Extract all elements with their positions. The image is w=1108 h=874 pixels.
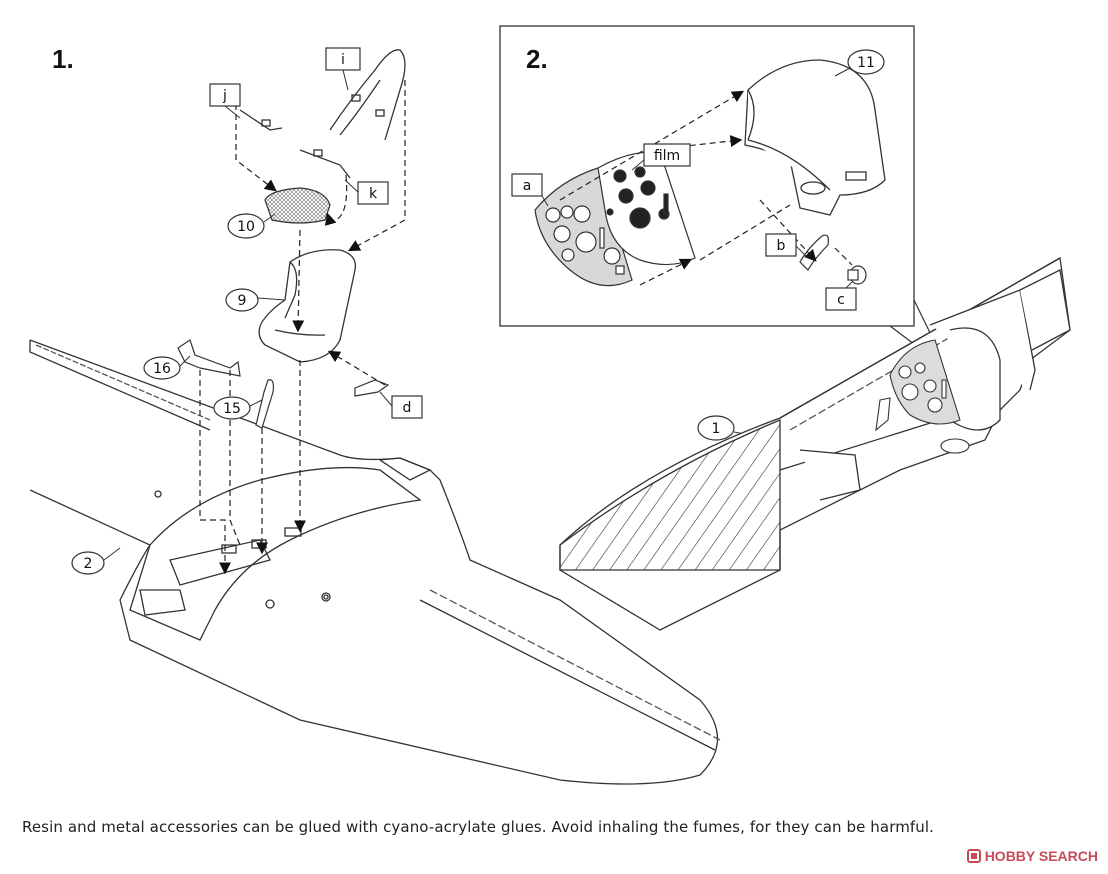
- watermark: HOBBY SEARCH: [966, 848, 1098, 864]
- callout-b-label: b: [777, 238, 786, 254]
- hobby-search-logo-icon: [966, 849, 981, 863]
- harness-belts: [239, 49, 406, 179]
- callout-k-box: [357, 181, 389, 205]
- callout-15-oval: [213, 396, 251, 420]
- callout-j-label: j: [222, 88, 227, 104]
- callout-d-box: [391, 395, 423, 419]
- seat-part-9: [258, 249, 357, 363]
- callout-film-label: film: [654, 148, 680, 164]
- callout-11-label: 11: [857, 55, 875, 71]
- callout-9-label: 9: [238, 293, 247, 309]
- step-1-number: 1.: [52, 44, 74, 74]
- callout-a-label: a: [523, 178, 532, 194]
- step2-callouts: [511, 49, 885, 441]
- instrument-panel-part-a: [534, 167, 633, 287]
- callout-d-label: d: [403, 400, 412, 416]
- callout-16-oval: [143, 356, 181, 380]
- callout-2-label: 2: [84, 556, 93, 572]
- callout-k-label: k: [369, 186, 378, 202]
- step1-callouts: [71, 47, 423, 575]
- step-2-number: 2.: [526, 44, 548, 74]
- small-parts-16-15-d: [177, 339, 390, 429]
- cockpit-bulkhead-part-11: [744, 59, 886, 216]
- callout-16-label: 16: [153, 361, 171, 377]
- watermark-text: HOBBY SEARCH: [984, 848, 1098, 864]
- callout-2-oval: [71, 551, 105, 575]
- callout-15-label: 15: [223, 401, 241, 417]
- seat-cushion-part-10: [264, 187, 331, 224]
- callout-9-oval: [225, 288, 259, 312]
- callout-10-label: 10: [237, 219, 255, 235]
- fuselage-half-part-1: [559, 256, 1071, 631]
- small-parts-b-c: [799, 234, 867, 285]
- callout-10-oval: [227, 213, 265, 239]
- callout-i-label: i: [341, 52, 345, 68]
- fuselage-instrument-panel: [875, 339, 970, 454]
- callout-c-label: c: [837, 292, 845, 308]
- caption-text: Resin and metal accessories can be glued…: [22, 818, 935, 836]
- callout-1-label: 1: [712, 421, 721, 437]
- instrument-film-part: [597, 151, 696, 266]
- wing-lower-part: [29, 339, 721, 785]
- detail-inset-frame: [499, 25, 915, 327]
- step1-assembly-arrows: [199, 80, 406, 575]
